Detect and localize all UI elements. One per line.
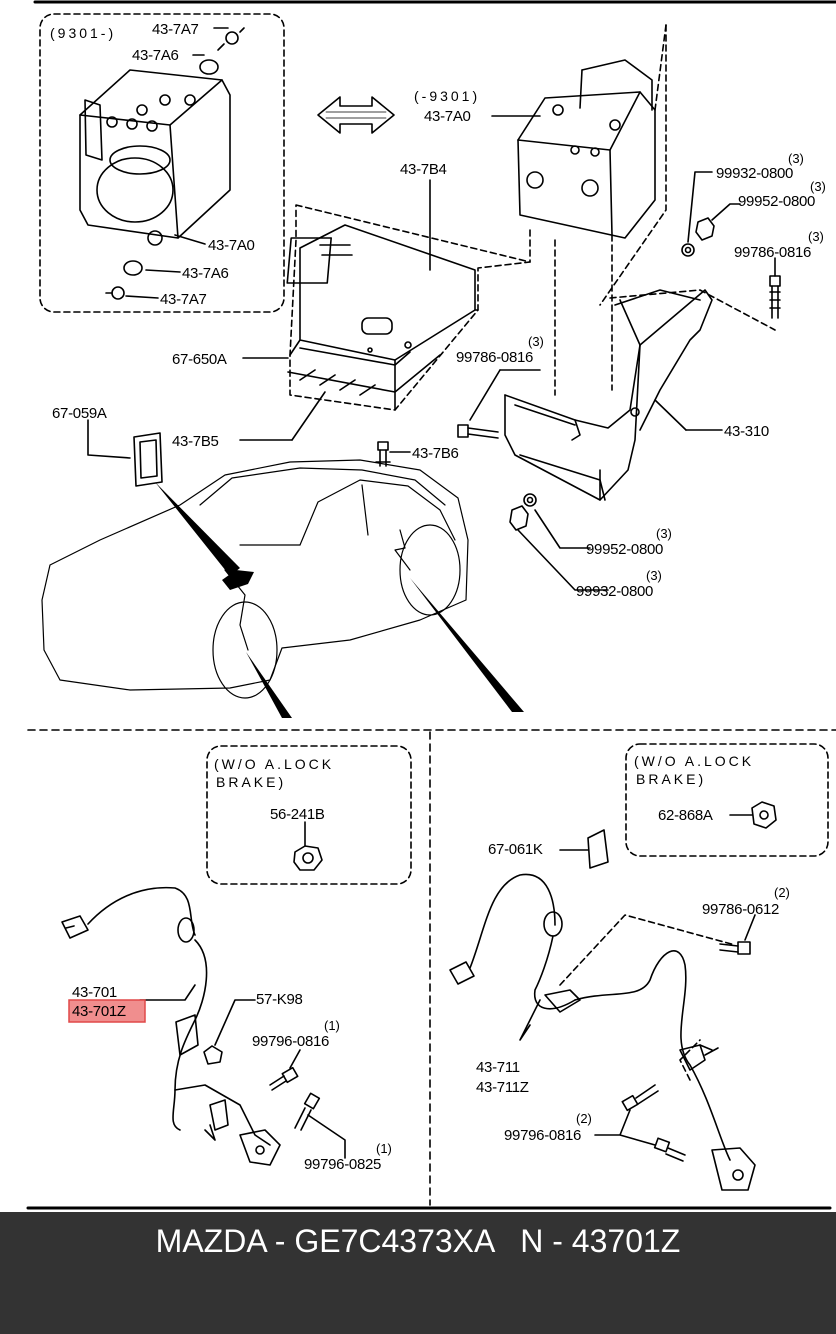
label-43-701Z: 43-701Z xyxy=(72,1003,126,1020)
note-9301-after: (-9301) xyxy=(414,88,480,104)
label-43-7A0-right: 43-7A0 xyxy=(424,108,471,125)
highlight-43-701Z xyxy=(68,999,146,1023)
nut-99952-0800-top xyxy=(695,217,715,241)
note-9301-before: (9301-) xyxy=(50,25,116,41)
abs-hydraulic-unit-left xyxy=(79,69,231,246)
note-wo-lock-right-line1: (W/O A.LOCK xyxy=(634,753,754,769)
qty-99786-0816-mid: (3) xyxy=(528,334,544,349)
sensor-harness-43-711 xyxy=(449,873,756,1191)
bolt-99796-0825 xyxy=(294,1092,321,1131)
label-43-7B5: 43-7B5 xyxy=(172,433,219,450)
label-43-711: 43-711 xyxy=(476,1059,520,1076)
qty-99952-0800-bottom: (3) xyxy=(656,526,672,541)
fitting-43-7A7-top xyxy=(217,27,245,51)
label-99796-0825: 99796-0825 xyxy=(304,1156,381,1173)
label-67-061K: 67-061K xyxy=(488,841,543,858)
bolt-99796-0816-right-a xyxy=(621,1084,659,1112)
qty-99796-0816-left: (1) xyxy=(324,1018,340,1033)
label-99796-0816-right: 99796-0816 xyxy=(504,1127,581,1144)
qty-99796-0816-right: (2) xyxy=(576,1111,592,1126)
label-99952-0800-top: 99952-0800 xyxy=(738,193,815,210)
bolt-99796-0816-right-b xyxy=(653,1137,686,1162)
vehicle-outline xyxy=(41,459,469,699)
label-43-7B6: 43-7B6 xyxy=(412,445,459,462)
qty-99786-0612: (2) xyxy=(774,885,790,900)
qty-99932-0800-bottom: (3) xyxy=(646,568,662,583)
inset-box-early-model xyxy=(39,13,285,313)
inset-box-wo-lock-right xyxy=(625,743,829,857)
fitting-43-7A6-bottom xyxy=(123,260,143,276)
bolt-99786-0612 xyxy=(719,941,751,955)
label-99952-0800-bottom: 99952-0800 xyxy=(586,541,663,558)
qty-99796-0825: (1) xyxy=(376,1141,392,1156)
label-67-650A: 67-650A xyxy=(172,351,227,368)
label-43-7B4: 43-7B4 xyxy=(400,161,447,178)
double-arrow-icon xyxy=(317,96,395,134)
nut-99932-0800-top xyxy=(681,243,695,257)
bolt-43-7B6 xyxy=(375,441,391,467)
label-99786-0816-right: 99786-0816 xyxy=(734,244,811,261)
label-43-7A6-bottom: 43-7A6 xyxy=(182,265,229,282)
sensor-harness-43-701 xyxy=(61,886,281,1166)
label-43-7A7-top: 43-7A7 xyxy=(152,21,199,38)
inset-box-wo-lock-left xyxy=(206,745,412,885)
label-62-868A: 62-868A xyxy=(658,807,713,824)
abs-control-unit xyxy=(286,204,531,411)
clip-57-K98 xyxy=(203,1045,223,1065)
label-67-059A: 67-059A xyxy=(52,405,107,422)
abs-hydraulic-unit-right xyxy=(517,59,656,239)
label-99786-0816-mid: 99786-0816 xyxy=(456,349,533,366)
label-43-7A0-left: 43-7A0 xyxy=(208,237,255,254)
note-wo-lock-right-line2: BRAKE) xyxy=(636,771,706,787)
grommet-62-868A xyxy=(751,801,777,829)
nut-99952-0800-bottom xyxy=(523,493,537,507)
bolt-99796-0816-left xyxy=(269,1066,299,1091)
label-99786-0612: 99786-0612 xyxy=(702,901,779,918)
label-43-701: 43-701 xyxy=(72,984,117,1001)
bolt-99786-0816-mid xyxy=(457,424,499,439)
label-67-059A xyxy=(133,432,163,487)
qty-99932-0800-top: (3) xyxy=(788,151,804,166)
fitting-43-7A7-bottom xyxy=(105,286,125,300)
label-99796-0816-left: 99796-0816 xyxy=(252,1033,329,1050)
nut-99932-0800-bottom xyxy=(509,505,529,531)
label-43-711Z: 43-711Z xyxy=(476,1079,529,1096)
bolt-99786-0816-right xyxy=(769,275,781,319)
label-99932-0800-bottom: 99932-0800 xyxy=(576,583,653,600)
label-43-7A7-bottom: 43-7A7 xyxy=(160,291,207,308)
qty-99952-0800-top: (3) xyxy=(810,179,826,194)
label-57-K98: 57-K98 xyxy=(256,991,303,1008)
label-56-241B: 56-241B xyxy=(270,806,325,823)
label-43-7A6-top: 43-7A6 xyxy=(132,47,179,64)
grommet-56-241B xyxy=(293,845,323,871)
fitting-43-7A6-top xyxy=(199,59,219,75)
note-wo-lock-left-line1: (W/O A.LOCK xyxy=(214,756,334,772)
bracket-43-310 xyxy=(504,289,713,501)
footer-bar xyxy=(0,1212,836,1334)
label-43-310: 43-310 xyxy=(724,423,769,440)
qty-99786-0816-right: (3) xyxy=(808,229,824,244)
note-wo-lock-left-line2: BRAKE) xyxy=(216,774,286,790)
footer-part-number: MAZDA - GE7C4373XA N - 43701Z xyxy=(155,1223,681,1259)
label-99932-0800-top: 99932-0800 xyxy=(716,165,793,182)
parts-diagram: (9301-) 43-7A7 43-7A6 43-7A0 43-7A6 43-7… xyxy=(26,0,836,1210)
label-67-061K xyxy=(587,829,609,869)
